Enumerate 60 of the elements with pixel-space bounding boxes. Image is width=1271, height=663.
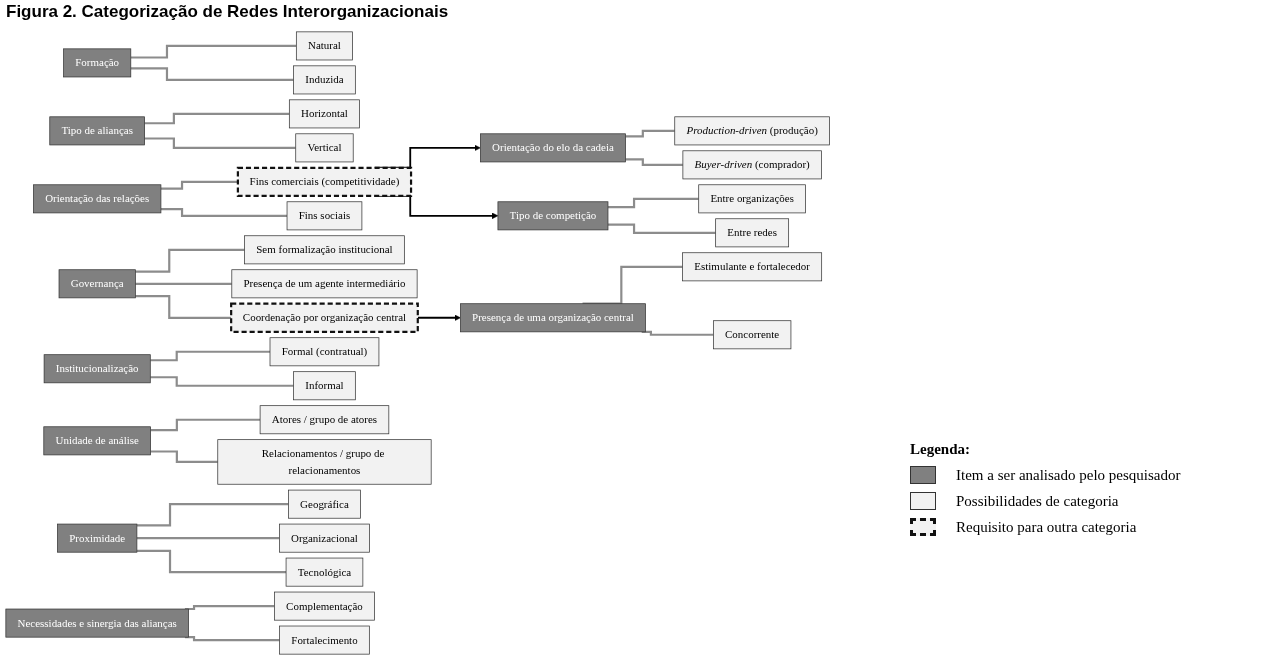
connector xyxy=(135,282,232,285)
node-box: Necessidades e sinergia das alianças xyxy=(5,608,189,638)
node-box: Formação xyxy=(63,48,132,78)
connector xyxy=(136,549,287,574)
node-box: Sem formalização institucional xyxy=(244,235,405,265)
node-box: Fins comerciais (competitividade) xyxy=(236,166,413,197)
node-box: Buyer-driven (comprador) xyxy=(682,150,822,180)
node-box: Presença de um agente intermediário xyxy=(231,269,418,299)
node-box: Complementação xyxy=(274,591,375,621)
node-box: Entre redes xyxy=(715,218,789,248)
node-box: Orientação do elo da cadeia xyxy=(480,133,626,163)
connector xyxy=(130,67,294,81)
node-box: Organizacional xyxy=(279,523,370,553)
node-box: Orientação das relações xyxy=(33,184,162,214)
connector xyxy=(150,376,294,387)
connector xyxy=(608,197,699,209)
connector xyxy=(136,537,280,540)
node-box: Vertical xyxy=(295,133,354,163)
connector xyxy=(144,112,290,125)
connector xyxy=(135,294,232,319)
node-box: Unidade de análise xyxy=(43,426,151,456)
node-box: Concorrente xyxy=(713,320,792,350)
node-box: Tipo de alianças xyxy=(49,116,145,146)
connector xyxy=(625,158,683,166)
node-box: Natural xyxy=(295,31,353,61)
connector xyxy=(150,450,218,464)
node-box: Relacionamentos / grupo de relacionamentos xyxy=(217,439,432,485)
connector xyxy=(130,44,297,59)
node-box: Atores / grupo de atores xyxy=(259,405,390,435)
legend-text: Requisito para outra categoria xyxy=(956,518,1137,536)
node-box: Formal (contratual) xyxy=(269,337,380,367)
node-box: Production-driven (produção) xyxy=(674,116,830,146)
node-box: Horizontal xyxy=(288,99,360,129)
connector xyxy=(608,223,716,234)
legend-heading: Legenda: xyxy=(910,441,970,458)
node-box: Governança xyxy=(58,269,136,299)
node-box: Estimulante e fortalecedor xyxy=(682,252,823,282)
connector xyxy=(160,180,238,190)
connector xyxy=(144,137,296,149)
node-box: Fortalecimento xyxy=(279,625,370,655)
connector xyxy=(625,129,675,138)
node-box: Informal xyxy=(293,371,356,401)
node-box: Coordenação por organização central xyxy=(230,302,419,333)
node-box: Geográfica xyxy=(288,489,361,519)
connector xyxy=(135,248,245,273)
node-box: Presença de uma organização central xyxy=(460,303,646,333)
legend-text: Possibilidades de categoria xyxy=(956,492,1119,510)
node-box: Tecnológica xyxy=(285,557,364,587)
node-box: Induzida xyxy=(293,65,356,95)
node-box: Proximidade xyxy=(57,523,138,553)
connector xyxy=(160,207,288,217)
node-box: Entre organizações xyxy=(698,184,806,214)
connector xyxy=(136,503,289,527)
legend-text: Item a ser analisado pelo pesquisador xyxy=(956,466,1181,484)
connector xyxy=(150,350,270,362)
figure-title: Figura 2. Categorização de Redes Interorganizacionais xyxy=(6,2,449,22)
node-box: Fins sociais xyxy=(286,201,363,231)
connector xyxy=(150,418,261,432)
node-box: Institucionalização xyxy=(43,354,151,384)
node-box: Tipo de competição xyxy=(497,201,609,231)
